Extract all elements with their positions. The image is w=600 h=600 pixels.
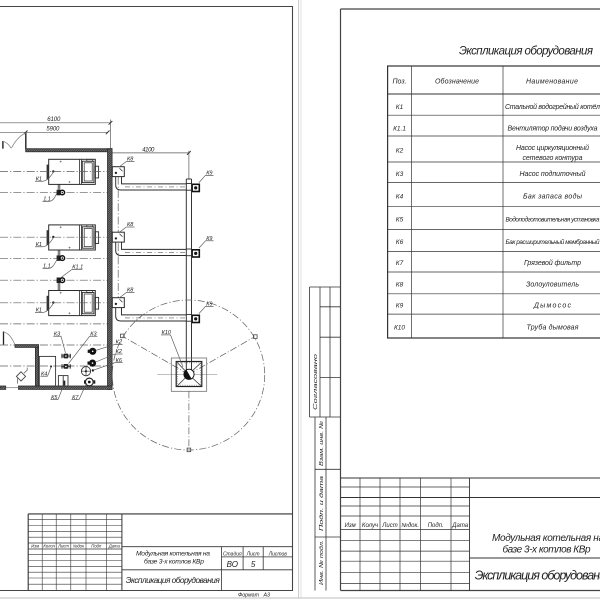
svg-text:5: 5: [251, 560, 256, 569]
svg-text:1.1: 1.1: [43, 197, 51, 203]
svg-text:базе 3-х котлов КВр: базе 3-х котлов КВр: [503, 544, 591, 556]
svg-text:К2: К2: [116, 349, 122, 355]
svg-text:К6: К6: [396, 239, 404, 246]
svg-text:Подп.: Подп.: [428, 523, 444, 529]
svg-text:К1: К1: [396, 104, 404, 111]
svg-text:К5: К5: [51, 395, 58, 401]
svg-text:К7: К7: [396, 260, 404, 267]
svg-text:Грязевой фильтр: Грязевой фильтр: [524, 259, 581, 267]
svg-text:К2: К2: [116, 340, 122, 346]
svg-text:Наименование: Наименование: [526, 79, 578, 86]
svg-text:К8: К8: [127, 157, 134, 163]
svg-text:Экспликация оборудования: Экспликация оборудования: [475, 569, 600, 583]
svg-text:Насос подпиточный: Насос подпиточный: [520, 170, 586, 178]
svg-text:Инв. № подл.: Инв. № подл.: [319, 540, 325, 585]
svg-text:К1: К1: [36, 308, 42, 314]
svg-text:Листов: Листов: [268, 552, 288, 558]
svg-text:Согласовано: Согласовано: [313, 353, 319, 410]
svg-text:К8: К8: [396, 281, 404, 288]
svg-text:№док.: №док.: [401, 522, 419, 529]
svg-text:К7: К7: [72, 395, 79, 401]
svg-text:К2: К2: [396, 147, 404, 154]
svg-text:Дымосос: Дымосос: [533, 302, 572, 309]
svg-text:№док: №док: [73, 544, 85, 549]
svg-text:Дата: Дата: [451, 523, 468, 529]
svg-text:Изм: Изм: [31, 544, 39, 549]
svg-text:К9: К9: [206, 302, 212, 308]
svg-text:К9: К9: [206, 171, 212, 177]
svg-text:Поз.: Поз.: [392, 79, 406, 86]
svg-text:Экспликация оборудования: Экспликация оборудования: [459, 46, 593, 58]
svg-text:Лист: Лист: [246, 552, 260, 558]
svg-text:К3: К3: [90, 331, 97, 337]
svg-text:Стадия: Стадия: [223, 552, 242, 558]
svg-text:Модульная котельная на: Модульная котельная на: [492, 533, 600, 544]
svg-text:Подп. и дата: Подп. и дата: [319, 475, 325, 531]
svg-text:Труба дымовая: Труба дымовая: [527, 323, 579, 331]
svg-text:Изм: Изм: [345, 523, 356, 529]
svg-text:Бак запаса воды: Бак запаса воды: [523, 193, 583, 201]
svg-text:Колуч: Колуч: [362, 523, 378, 529]
svg-text:Стальной водогрейный котёл: Стальной водогрейный котёл: [505, 103, 600, 111]
svg-text:Подп: Подп: [91, 544, 102, 549]
svg-text:К10: К10: [394, 324, 405, 331]
svg-text:К1: К1: [36, 242, 42, 248]
svg-text:К8: К8: [127, 222, 134, 228]
svg-text:Обозначение: Обозначение: [435, 78, 479, 86]
svg-text:Бак расширительный мембранный: Бак расширительный мембранный: [506, 238, 600, 246]
svg-text:К1.1: К1.1: [393, 126, 406, 133]
svg-text:Вентилятор подачи воздуха: Вентилятор подачи воздуха: [508, 125, 598, 133]
svg-text:К3: К3: [396, 171, 404, 178]
svg-text:базе 3-х котлов КВр: базе 3-х котлов КВр: [144, 558, 204, 566]
svg-text:1.1: 1.1: [43, 264, 51, 270]
svg-text:Дата: Дата: [108, 544, 121, 549]
svg-text:К6: К6: [116, 358, 123, 364]
svg-text:Золоуловитель: Золоуловитель: [526, 281, 579, 288]
svg-text:Насос циркуляционный: Насос циркуляционный: [516, 144, 589, 152]
svg-text:Экспликация оборудования: Экспликация оборудования: [126, 575, 221, 585]
svg-text:К8: К8: [127, 288, 134, 294]
svg-text:К4: К4: [396, 194, 404, 201]
svg-text:К9: К9: [206, 236, 212, 242]
svg-text:К5: К5: [396, 216, 404, 223]
svg-text:сетевого контура: сетевого контура: [523, 155, 583, 162]
svg-text:К10: К10: [162, 330, 172, 336]
svg-text:К1.1: К1.1: [72, 265, 83, 271]
svg-text:Лист: Лист: [57, 544, 69, 549]
svg-text:К1: К1: [36, 176, 42, 182]
svg-text:Колич: Колич: [43, 544, 55, 549]
svg-text:К4: К4: [41, 371, 47, 377]
svg-text:Модульная котельная на: Модульная котельная на: [136, 549, 210, 557]
svg-text:А3: А3: [263, 593, 271, 599]
svg-text:Лист: Лист: [381, 523, 397, 529]
svg-text:ВО: ВО: [227, 560, 238, 569]
svg-text:5900: 5900: [46, 127, 60, 133]
svg-text:К3: К3: [54, 331, 61, 337]
svg-text:4100: 4100: [142, 147, 155, 153]
svg-text:Взам. инв. №: Взам. инв. №: [319, 421, 325, 466]
svg-text:6100: 6100: [47, 117, 61, 123]
svg-text:Водоподготовительная установка: Водоподготовительная установка: [506, 215, 600, 223]
svg-text:К9: К9: [396, 302, 404, 309]
svg-text:Формат: Формат: [238, 593, 260, 599]
